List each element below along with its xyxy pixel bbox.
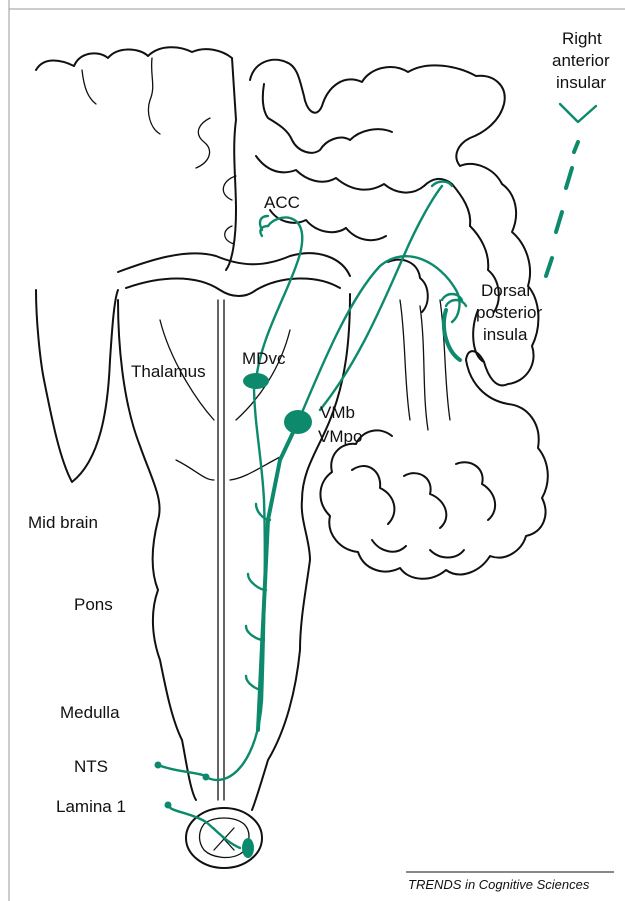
label-mid-brain: Mid brain — [28, 513, 98, 532]
label-acc: ACC — [264, 193, 300, 212]
corpus-callosum — [118, 253, 350, 296]
label-anterior: anterior — [552, 51, 610, 70]
nts-pathway — [155, 386, 265, 781]
credit-text: TRENDS in Cognitive Sciences — [408, 877, 590, 892]
label-dorsal: Dorsal — [481, 281, 530, 300]
left-hemisphere-outline — [36, 47, 236, 270]
label-thalamus: Thalamus — [131, 362, 206, 381]
label-pons: Pons — [74, 595, 113, 614]
vmpo-to-insula-pathway — [284, 256, 466, 434]
label-vmb: VMb — [320, 403, 355, 422]
label-insular: insular — [556, 73, 606, 92]
labels: Right anterior insular ACC Dorsal poster… — [28, 29, 610, 816]
label-insula: insula — [483, 325, 528, 344]
label-lamina-1: Lamina 1 — [56, 797, 126, 816]
label-mdvc: MDvc — [242, 349, 286, 368]
label-nts: NTS — [74, 757, 108, 776]
label-vmpo: VMpo — [318, 427, 362, 446]
label-medulla: Medulla — [60, 703, 120, 722]
label-right: Right — [562, 29, 602, 48]
lamina1-spinothalamic-pathway — [165, 422, 299, 858]
label-posterior: posterior — [476, 303, 542, 322]
